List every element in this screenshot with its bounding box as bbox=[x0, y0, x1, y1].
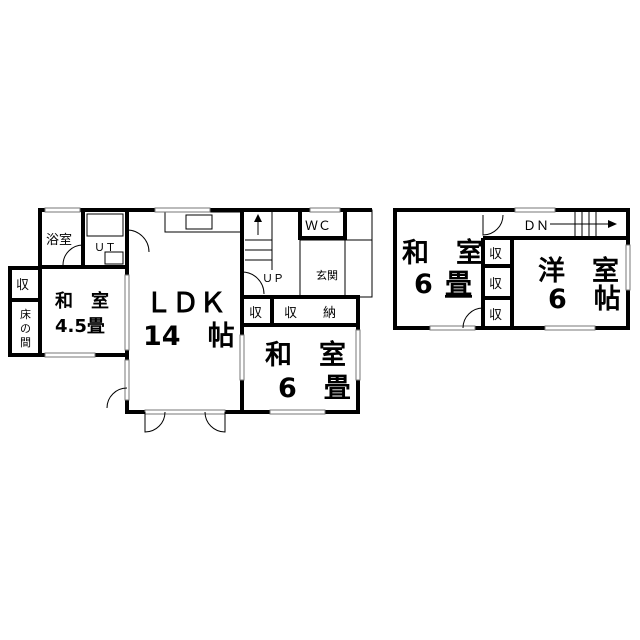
arrow-right-icon bbox=[608, 220, 617, 228]
door-swing bbox=[106, 387, 128, 409]
arrow-up-icon bbox=[254, 214, 262, 222]
window bbox=[309, 207, 341, 213]
tokonoma-label-2: の bbox=[20, 322, 31, 335]
window bbox=[44, 207, 81, 213]
wc-label: ＷＣ bbox=[305, 219, 331, 234]
washitsu6-2f-unit: 畳 bbox=[445, 269, 472, 300]
stairs-up-label: ＵＰ bbox=[262, 272, 284, 285]
wash-basin bbox=[104, 251, 124, 265]
floor-1: 浴室 ＵＴ 収 床 の 間 和 室 4.5畳 ＬＤＫ 14 帖 ＵＰ ＷＣ 玄関… bbox=[8, 207, 373, 433]
ldk-name: ＬＤＫ bbox=[145, 288, 226, 319]
youshitsu-name: 洋 室 bbox=[538, 255, 619, 287]
washitsu45-size: 4.5畳 bbox=[55, 316, 105, 337]
washitsu6-name: 和 室 bbox=[265, 339, 346, 371]
closet-2-label: 収 bbox=[489, 277, 502, 292]
window bbox=[124, 359, 130, 401]
genkan-label: 玄関 bbox=[316, 268, 338, 282]
tokonoma-wall bbox=[8, 298, 42, 357]
stairs-1f bbox=[245, 212, 273, 270]
storage-label: 収 納 bbox=[284, 306, 336, 321]
window bbox=[44, 352, 96, 358]
window bbox=[429, 325, 476, 331]
genkan-side bbox=[344, 209, 373, 298]
washitsu6-2f-name: 和 室 bbox=[402, 237, 483, 269]
door-swing bbox=[462, 307, 484, 329]
door-swing bbox=[204, 411, 226, 433]
sink bbox=[185, 214, 213, 230]
sliding-door bbox=[239, 334, 245, 381]
floor-2: ＤＮ 和 室 6 畳 収 収 収 洋 室 6 帖 bbox=[393, 207, 631, 331]
door-swing bbox=[482, 214, 504, 236]
door-swing bbox=[62, 244, 84, 266]
tokonoma-label-1: 床 bbox=[20, 307, 31, 321]
window bbox=[544, 325, 596, 331]
window bbox=[144, 409, 226, 415]
window bbox=[355, 329, 361, 381]
window bbox=[514, 207, 556, 213]
closet-3-label: 収 bbox=[489, 308, 502, 323]
stairs-2f bbox=[550, 212, 617, 236]
stairs-down-label: ＤＮ bbox=[523, 219, 549, 234]
window bbox=[269, 409, 326, 415]
ut-label: ＵＴ bbox=[94, 241, 116, 254]
door-swing bbox=[241, 271, 265, 295]
sliding-door bbox=[124, 274, 130, 351]
closet-left-label: 収 bbox=[16, 278, 29, 293]
washitsu45-name: 和 室 bbox=[55, 290, 109, 312]
youshitsu-size: 6 帖 bbox=[548, 284, 621, 315]
window bbox=[154, 207, 211, 213]
washing-machine bbox=[86, 213, 124, 237]
door-swing bbox=[126, 229, 150, 253]
door-swing bbox=[144, 411, 166, 433]
closet-small-label: 収 bbox=[249, 306, 262, 321]
washitsu6-2f-size: 6 bbox=[414, 269, 433, 300]
washitsu6-size: 6 畳 bbox=[278, 373, 351, 404]
bath-label: 浴室 bbox=[46, 232, 72, 248]
tokonoma-label-3: 間 bbox=[20, 336, 31, 349]
ldk-size: 14 帖 bbox=[143, 321, 235, 352]
closet-1-label: 収 bbox=[489, 247, 502, 262]
window bbox=[625, 244, 631, 291]
